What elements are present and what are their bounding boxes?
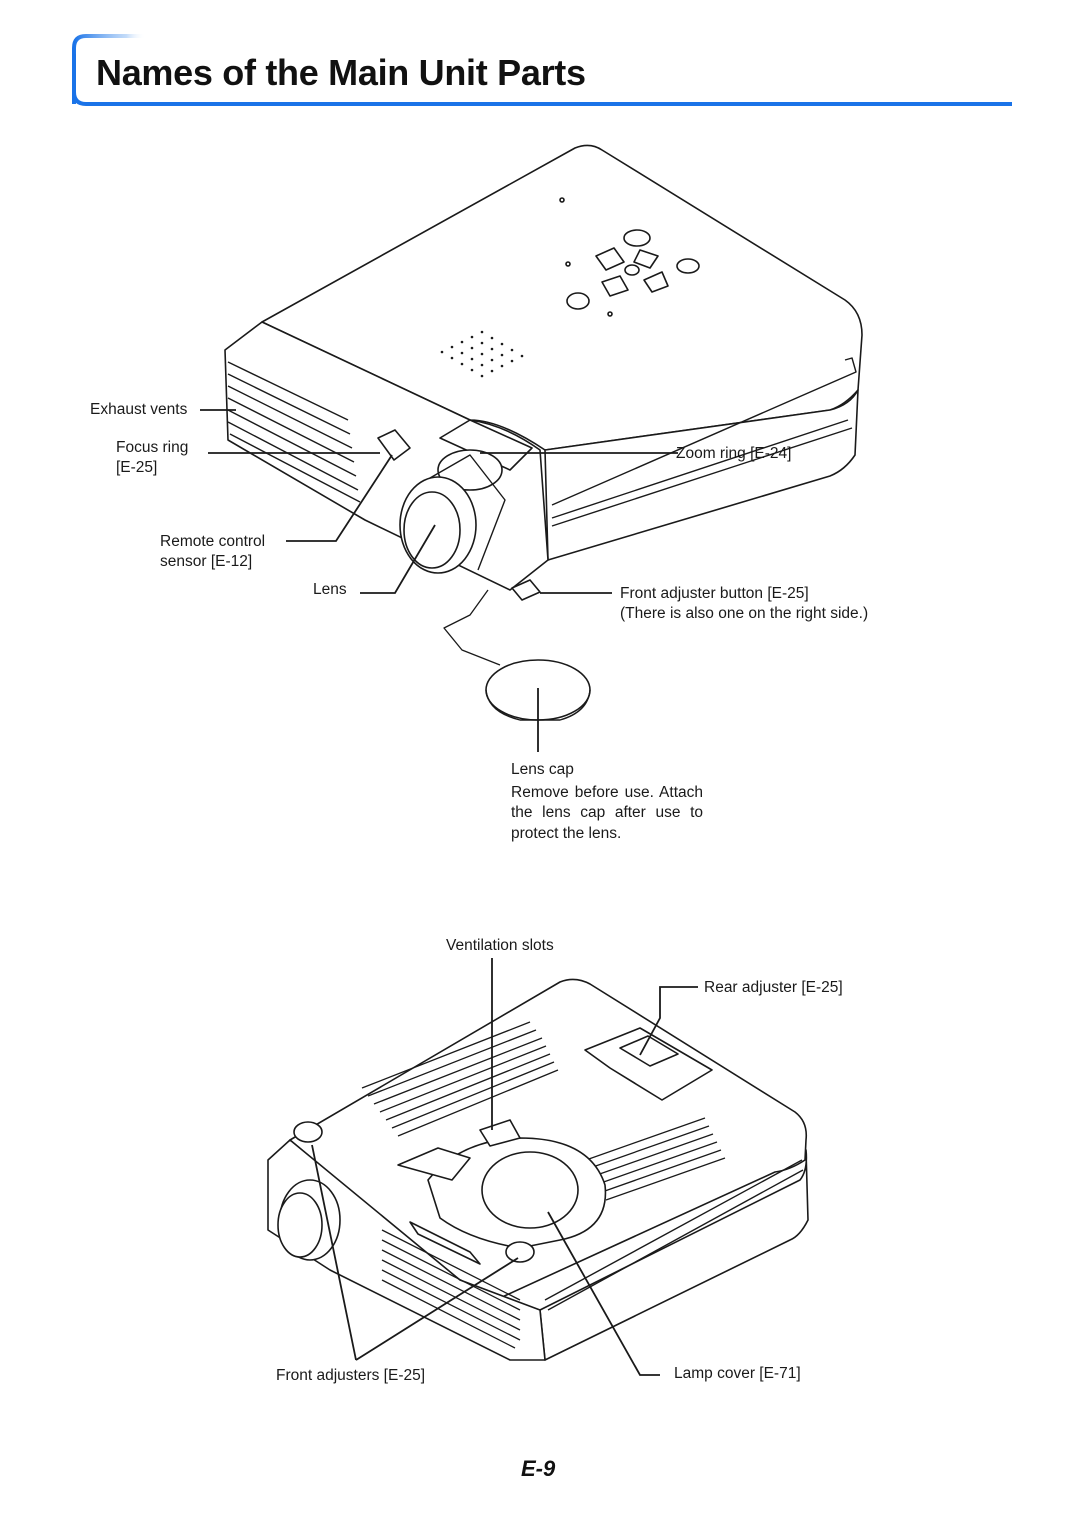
label-lens-cap: Lens cap [511,761,574,778]
zoom-ring [437,449,503,491]
title-frame [72,34,1012,106]
ventilation-slots [361,1021,726,1201]
label-remote-sensor: Remote control [160,533,266,550]
bottom-view-leader-lines [311,958,698,1376]
exhaust-vents [227,361,361,503]
front-adjuster-button [511,579,541,601]
label-lamp-cover: Lamp cover [E-71] [674,1365,801,1382]
page-number: E-9 [521,1456,556,1481]
front-adjuster-left [293,1121,323,1143]
lens-cap-instructions: Remove before use. Attach the lens cap a… [511,783,703,842]
label-zoom-ring: Zoom ring [E-24] [676,445,792,462]
control-panel [559,197,700,317]
projector-bottom-view [267,978,809,1361]
label-focus-ring: Focus ring [116,439,189,456]
front-adjuster-right [505,1241,535,1263]
speaker-grille [440,330,524,378]
lens-cap-note-block: Lens cap Remove before use. Attach the l… [511,760,703,844]
label-rear-adjuster: Rear adjuster [E-25] [704,979,843,996]
label-front-adjusters: Front adjusters [E-25] [276,1367,426,1384]
label-exhaust-vents: Exhaust vents [90,401,188,418]
label-front-adjuster-note: (There is also one on the right side.) [620,605,869,622]
label-lens: Lens [313,581,347,598]
label-front-adjuster-button: Front adjuster button [E-25] [620,585,809,602]
projector-top-view [224,144,863,721]
label-ventilation-slots: Ventilation slots [446,937,554,954]
label-remote-sensor-ref: sensor [E-12] [160,553,253,570]
title-frame-border [72,34,1012,106]
page-title: Names of the Main Unit Parts [96,52,586,93]
label-focus-ring-ref: [E-25] [116,459,158,476]
top-view-leader-lines [200,409,678,752]
